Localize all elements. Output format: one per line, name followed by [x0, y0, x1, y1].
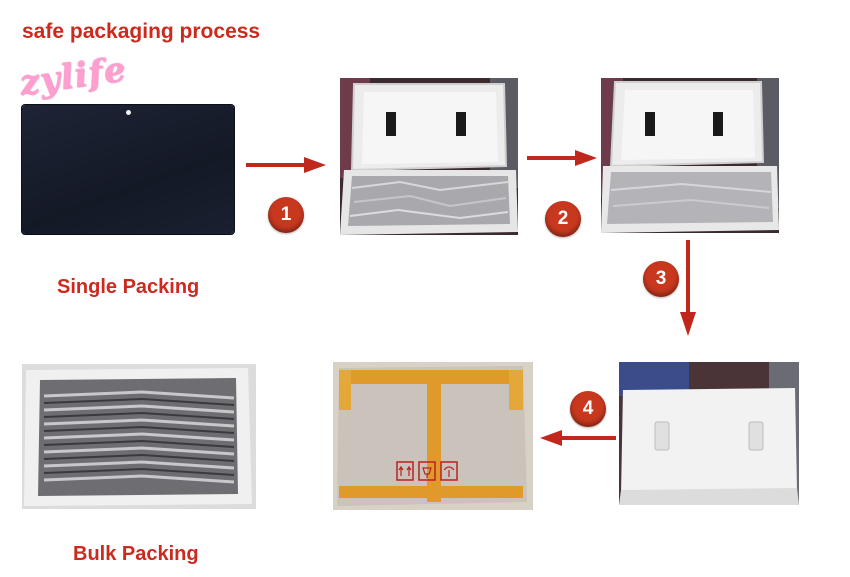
arrow-left-icon — [540, 430, 616, 446]
foam-box-closed-photo — [619, 362, 799, 505]
single-packing-caption: Single Packing — [57, 276, 200, 298]
arrow-right-icon — [527, 150, 597, 166]
carton-box-photo — [333, 362, 533, 510]
foam-box-open-photo — [340, 78, 518, 235]
lcd-panel-image — [22, 105, 234, 234]
bulk-packing-caption: Bulk Packing — [73, 543, 199, 565]
step-badge-2: 2 — [545, 201, 581, 237]
arrow-down-icon — [680, 240, 696, 336]
brand-logo: zylife — [17, 49, 129, 104]
page-title: safe packaging process — [22, 20, 261, 43]
arrow-right-icon — [246, 157, 326, 173]
camera-dot — [126, 110, 131, 115]
carton-warning-labels — [396, 461, 458, 481]
step-badge-3: 3 — [643, 261, 679, 297]
foam-box-wrapped-photo — [601, 78, 779, 233]
step-badge-4: 4 — [570, 391, 606, 427]
bulk-packing-photo — [22, 364, 256, 509]
step-badge-1: 1 — [268, 197, 304, 233]
